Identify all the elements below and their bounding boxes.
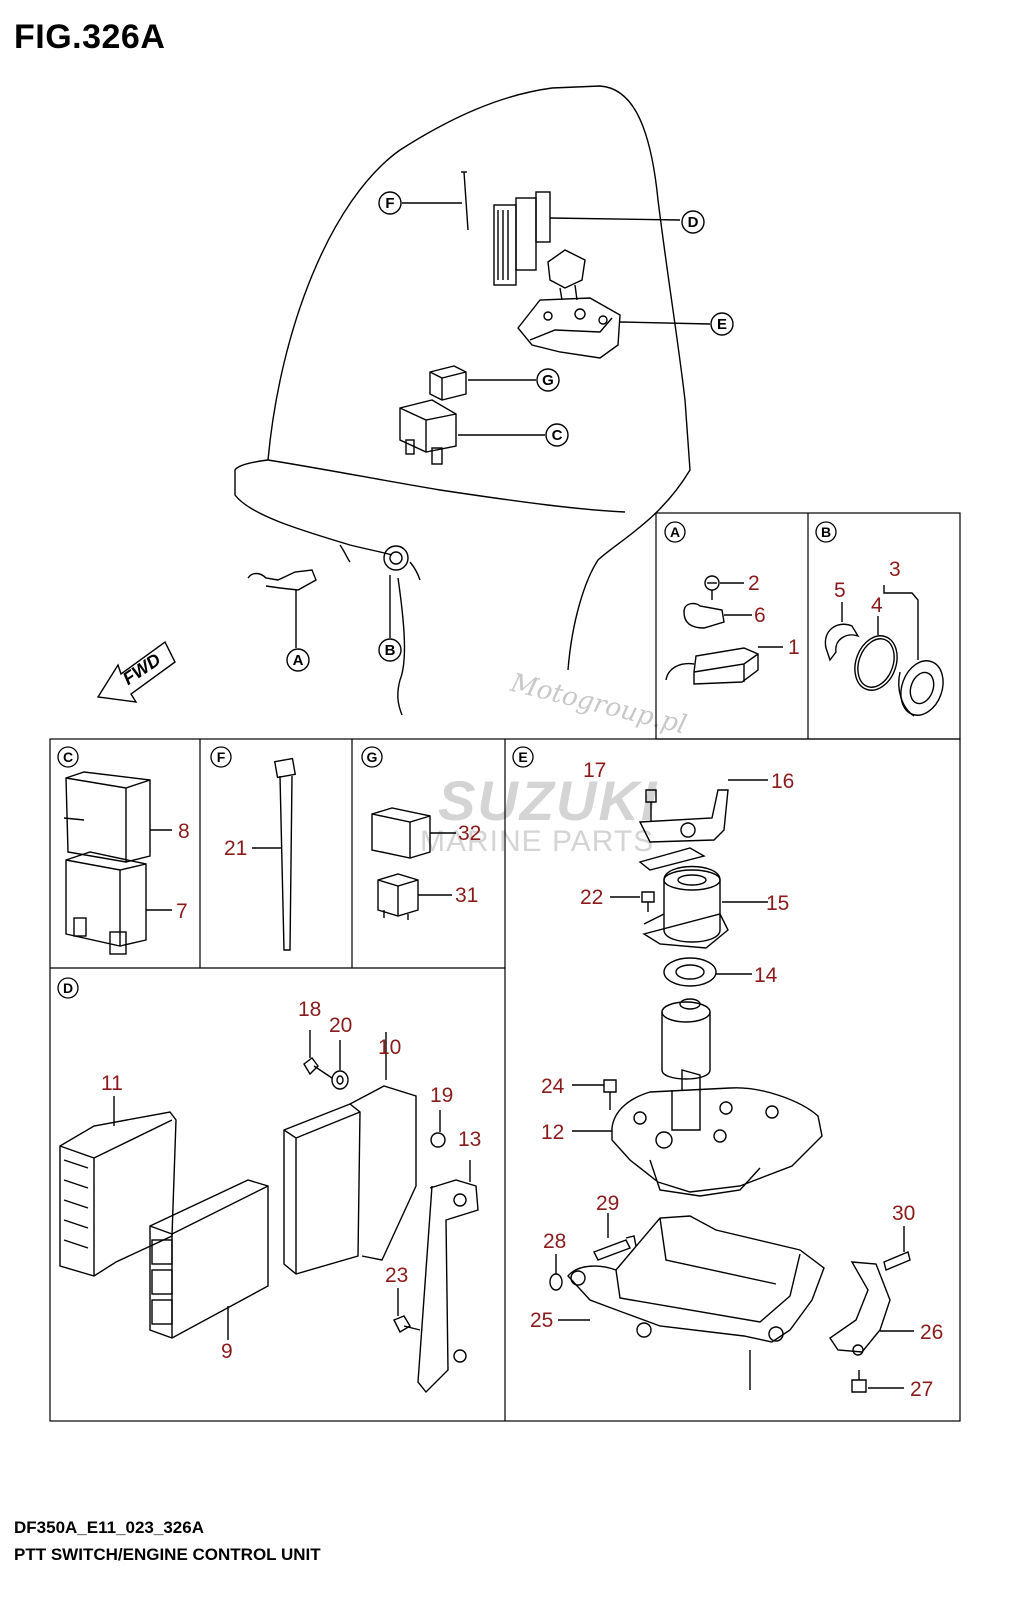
callout-g: G bbox=[536, 368, 560, 392]
part-number: 8 bbox=[178, 820, 190, 843]
part-number: 13 bbox=[458, 1128, 481, 1151]
part-number: 16 bbox=[771, 770, 794, 793]
panel-a-parts bbox=[665, 575, 783, 685]
svg-text:B: B bbox=[821, 524, 831, 540]
panel-badge-e: E bbox=[512, 746, 534, 768]
overview-ptt-assembly bbox=[517, 249, 621, 359]
panel-frames bbox=[49, 512, 961, 1422]
part-number: 12 bbox=[541, 1121, 564, 1144]
overview-trim-switch bbox=[247, 569, 317, 600]
part-number: 14 bbox=[754, 964, 778, 987]
svg-text:A: A bbox=[293, 652, 304, 669]
svg-text:F: F bbox=[217, 749, 226, 765]
part-number: 5 bbox=[834, 579, 846, 602]
part-number: 3 bbox=[889, 558, 901, 581]
part-number: 24 bbox=[541, 1075, 565, 1098]
part-number: 10 bbox=[378, 1036, 401, 1059]
part-number: 4 bbox=[871, 594, 883, 617]
panel-d-parts bbox=[59, 1030, 479, 1394]
part-number: 21 bbox=[224, 837, 247, 860]
figure-code: DF350A_E11_023_326A bbox=[14, 1518, 204, 1537]
part-number: 31 bbox=[455, 884, 478, 907]
panel-g-relays bbox=[371, 807, 456, 920]
panel-e-parts bbox=[549, 779, 914, 1393]
svg-text:D: D bbox=[63, 980, 73, 996]
callout-a: A bbox=[286, 648, 310, 672]
panel-badge-f: F bbox=[210, 746, 232, 768]
svg-text:G: G bbox=[367, 749, 378, 765]
overview-ecu bbox=[493, 191, 551, 286]
part-numbers: 2 6 1 3 5 4 8 7 21 32 31 17 16 22 15 14 … bbox=[101, 558, 943, 1401]
svg-text:B: B bbox=[385, 642, 396, 659]
panel-f-cable-tie bbox=[252, 757, 297, 951]
part-number: 6 bbox=[754, 604, 766, 627]
part-number: 28 bbox=[543, 1230, 566, 1253]
callout-d: D bbox=[681, 210, 705, 234]
part-number: 22 bbox=[580, 886, 603, 909]
part-number: 9 bbox=[221, 1340, 233, 1363]
part-number: 32 bbox=[458, 822, 481, 845]
part-number: 26 bbox=[920, 1321, 943, 1344]
overview-leader-lines bbox=[295, 202, 711, 648]
overview-connector bbox=[399, 399, 457, 465]
overview-relay bbox=[429, 365, 467, 401]
svg-text:E: E bbox=[518, 749, 527, 765]
panel-badge-g: G bbox=[361, 746, 383, 768]
panel-badge-a: A bbox=[664, 521, 686, 543]
part-number: 2 bbox=[748, 572, 760, 595]
panel-b-parts bbox=[824, 585, 944, 717]
part-number: 23 bbox=[385, 1264, 408, 1287]
part-number: 25 bbox=[530, 1309, 553, 1332]
callout-f: F bbox=[378, 191, 402, 215]
part-number: 30 bbox=[892, 1202, 915, 1225]
part-number: 7 bbox=[176, 900, 188, 923]
part-number: 19 bbox=[430, 1084, 453, 1107]
svg-text:D: D bbox=[688, 214, 699, 231]
svg-text:C: C bbox=[63, 749, 73, 765]
svg-text:A: A bbox=[670, 524, 680, 540]
figure-title: FIG.326A bbox=[14, 18, 166, 56]
part-number: 17 bbox=[583, 759, 606, 782]
callout-e: E bbox=[710, 312, 734, 336]
panel-badge-d: D bbox=[57, 977, 79, 999]
svg-text:F: F bbox=[385, 195, 394, 212]
engine-cowling-outline bbox=[234, 85, 691, 716]
overview-callouts: F D E G C A B bbox=[286, 191, 734, 672]
figure-caption: PTT SWITCH/ENGINE CONTROL UNIT bbox=[14, 1545, 321, 1564]
part-number: 1 bbox=[788, 636, 800, 659]
panel-badges: A B C F G E D bbox=[57, 521, 837, 999]
panel-c-parts bbox=[63, 771, 172, 955]
panel-badge-c: C bbox=[57, 746, 79, 768]
part-number: 27 bbox=[910, 1378, 933, 1401]
svg-text:G: G bbox=[542, 372, 554, 389]
svg-text:C: C bbox=[552, 427, 563, 444]
part-number: 29 bbox=[596, 1192, 619, 1215]
overview-grommet bbox=[383, 545, 409, 571]
panel-badge-b: B bbox=[815, 521, 837, 543]
callout-b: B bbox=[378, 638, 402, 662]
part-number: 20 bbox=[329, 1014, 352, 1037]
watermark-sub: MARINE PARTS bbox=[420, 825, 655, 858]
fwd-arrow-icon bbox=[96, 640, 176, 703]
part-number: 18 bbox=[298, 998, 321, 1021]
svg-text:E: E bbox=[717, 316, 727, 333]
part-number: 11 bbox=[101, 1072, 123, 1095]
part-number: 15 bbox=[766, 892, 789, 915]
callout-c: C bbox=[545, 423, 569, 447]
watermark-brand: SUZUKI bbox=[438, 769, 659, 832]
overview-cable-tie bbox=[461, 171, 469, 231]
